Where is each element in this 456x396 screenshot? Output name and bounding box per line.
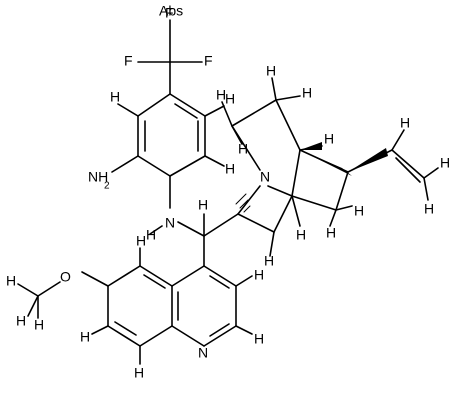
label-ring-h-right-top: H [225, 91, 235, 107]
label-amino-nh: NH [88, 169, 108, 185]
label-amine-n: N [165, 215, 175, 231]
label-ring-h-right-bottom: H [225, 161, 235, 177]
label-bicycle-h-2: H [238, 141, 248, 157]
stereo-bonds [235, 142, 388, 213]
label-fluorine-left: F [124, 53, 133, 69]
label-bicycle-h-7: H [264, 253, 274, 269]
label-quin-h-4: H [80, 329, 90, 345]
label-ring-h-left: H [110, 89, 120, 105]
label-abs: Abs [159, 3, 183, 19]
label-vinyl-h-1: H [400, 115, 410, 131]
atom-labels: Abs F F F H H H NH 2 H N H N N O H H H H… [6, 3, 450, 381]
label-bicycle-h-9: H [354, 203, 364, 219]
label-fluorine-top: F [165, 5, 174, 21]
label-bicycle-h-1: H [216, 87, 226, 103]
label-quin-h-2: H [254, 267, 264, 283]
label-quinoline-nitrogen: N [198, 345, 208, 361]
label-methyl-h-1: H [6, 273, 16, 289]
label-bicycle-h-4: H [302, 85, 312, 101]
label-quin-h-5: H [134, 365, 144, 381]
label-amino-subscript: 2 [104, 181, 110, 192]
label-quin-h-1: H [136, 233, 146, 249]
label-fluorine-right: F [204, 53, 213, 69]
label-bicycle-h-6: H [296, 227, 306, 243]
label-bicycle-h-3: H [266, 63, 276, 79]
label-bridge-nitrogen: N [260, 169, 270, 185]
label-bicycle-h-5: H [324, 131, 334, 147]
bond-layer [17, 19, 439, 365]
label-vinyl-h-2: H [440, 155, 450, 171]
label-methyl-h-3: H [34, 317, 44, 333]
label-methoxy-oxygen: O [60, 269, 71, 285]
label-quin-h-3: H [254, 331, 264, 347]
label-bicycle-h-8: H [326, 225, 336, 241]
label-chiral-h: H [198, 197, 208, 213]
label-amine-h: H [146, 227, 156, 243]
label-methyl-h-2: H [16, 313, 26, 329]
label-vinyl-h-3: H [424, 201, 434, 217]
